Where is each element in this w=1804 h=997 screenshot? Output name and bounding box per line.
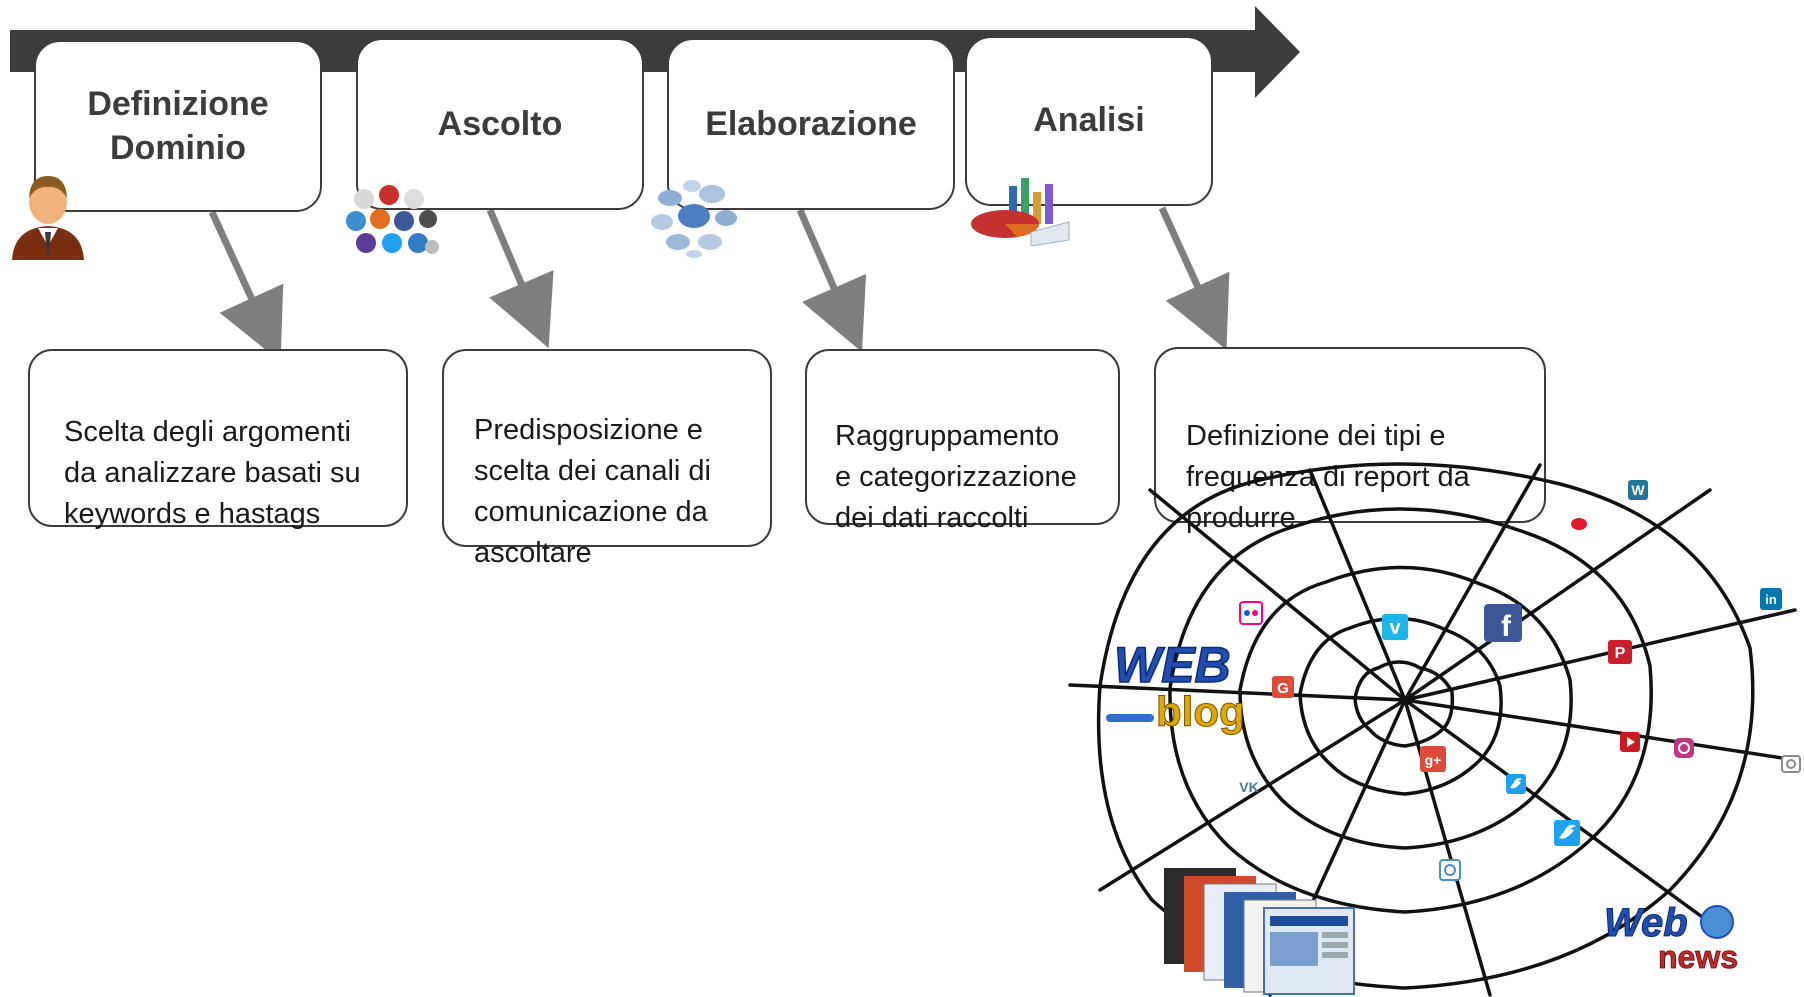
step-title: Elaborazione bbox=[705, 105, 917, 143]
camera-icon bbox=[1439, 859, 1461, 881]
step-box-ascolto: Ascolto bbox=[356, 38, 644, 210]
description-text: Predisposizione e scelta dei canali di c… bbox=[474, 414, 711, 569]
svg-text:G: G bbox=[1277, 680, 1289, 697]
web-blog-logo: WEB blog bbox=[1106, 636, 1245, 736]
instagram-icon bbox=[1674, 738, 1694, 758]
svg-text:P: P bbox=[1615, 645, 1626, 662]
svg-text:news: news bbox=[1658, 939, 1738, 975]
step-box-definizione-dominio: Definizione Dominio bbox=[34, 40, 322, 212]
linkedin-icon: in bbox=[1760, 588, 1782, 610]
description-box-3: Raggruppamento e categorizzazione dei da… bbox=[805, 349, 1120, 534]
chart-icon bbox=[971, 178, 1070, 246]
description-box-2: Predisposizione e scelta dei canali di c… bbox=[442, 349, 772, 569]
wordpress-icon: W bbox=[1628, 480, 1648, 500]
svg-text:W: W bbox=[1631, 482, 1645, 498]
google-plus-icon: g+ bbox=[1420, 746, 1446, 772]
speech-bubbles-icon bbox=[651, 180, 737, 258]
camera-icon bbox=[1781, 755, 1801, 773]
description-text: Scelta degli argomenti da analizzare bas… bbox=[64, 416, 361, 530]
svg-text:VK: VK bbox=[1239, 779, 1258, 795]
description-text: Raggruppamento e categorizzazione dei da… bbox=[835, 420, 1077, 534]
svg-text:blog: blog bbox=[1156, 688, 1245, 735]
web-news-logo: Web news bbox=[1604, 901, 1739, 976]
youtube-icon bbox=[1620, 732, 1640, 752]
description-box-4: Definizione dei tipi e frequenza di repo… bbox=[1154, 347, 1546, 534]
svg-text:WEB: WEB bbox=[1114, 637, 1231, 693]
vk-icon: VK bbox=[1239, 779, 1258, 795]
svg-text:g+: g+ bbox=[1425, 752, 1442, 768]
step-title: Ascolto bbox=[437, 105, 563, 143]
svg-text:Web: Web bbox=[1604, 901, 1688, 945]
vimeo-icon: v bbox=[1382, 614, 1408, 640]
pinterest-icon: P bbox=[1608, 640, 1632, 664]
description-text: Definizione dei tipi e frequenza di repo… bbox=[1186, 420, 1470, 534]
twitter-icon bbox=[1506, 774, 1526, 794]
social-media-icons bbox=[346, 185, 439, 254]
weibo-icon bbox=[1571, 518, 1587, 530]
website-screenshots-stack bbox=[1164, 868, 1355, 995]
facebook-icon: f bbox=[1484, 604, 1522, 643]
google-icon: G bbox=[1272, 676, 1294, 698]
connector-arrow-3 bbox=[796, 208, 867, 353]
step-title: Definizione Dominio bbox=[87, 85, 269, 167]
description-box-1: Scelta degli argomenti da analizzare bas… bbox=[28, 349, 408, 530]
connector-arrow-2 bbox=[486, 208, 554, 349]
svg-text:v: v bbox=[1389, 617, 1401, 639]
flickr-icon bbox=[1239, 601, 1263, 625]
step-title: Analisi bbox=[1033, 101, 1145, 139]
svg-text:in: in bbox=[1765, 592, 1777, 607]
twitter-icon bbox=[1554, 820, 1580, 846]
social-web-illustration: W in f v P G g+ VK bbox=[1068, 462, 1801, 997]
connector-arrow-4 bbox=[1158, 206, 1230, 350]
person-icon bbox=[12, 176, 84, 260]
step-box-elaborazione: Elaborazione bbox=[667, 38, 955, 210]
step-box-analisi: Analisi bbox=[965, 36, 1213, 206]
connector-arrow-1 bbox=[208, 210, 284, 362]
svg-text:f: f bbox=[1501, 610, 1512, 643]
